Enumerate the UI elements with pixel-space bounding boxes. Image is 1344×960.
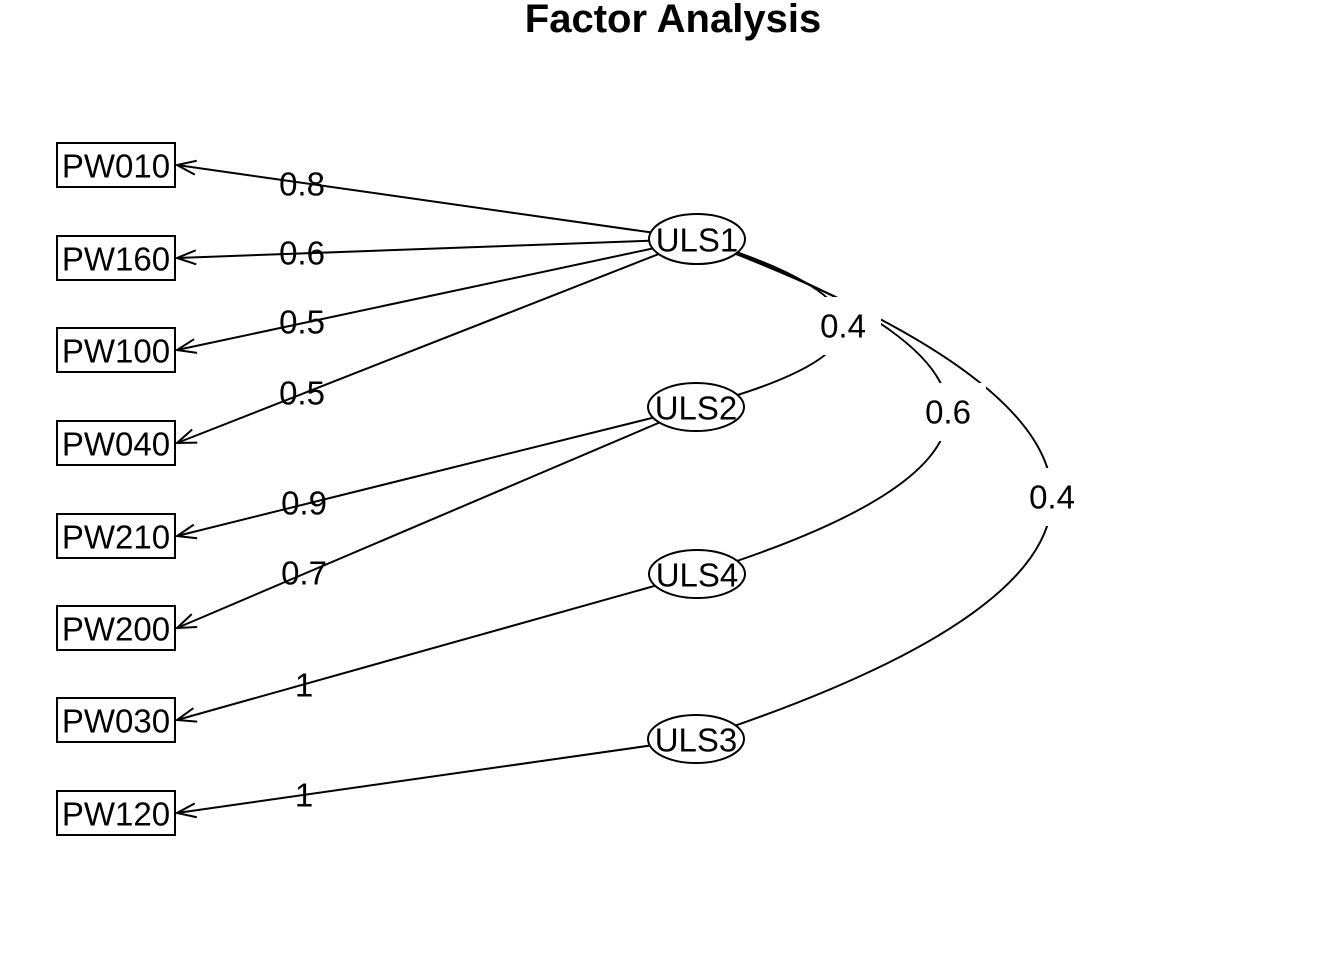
factor-ellipse (648, 549, 746, 599)
loading-label: 0.8 (279, 166, 325, 203)
variable-label: PW210 (62, 519, 170, 556)
variable-label: PW010 (62, 148, 170, 185)
variable-label: PW100 (62, 333, 170, 370)
loading-line (174, 238, 698, 445)
correlation-label-gap (910, 383, 986, 441)
factor-ellipse (648, 213, 746, 265)
variable-box (56, 790, 176, 836)
variable-box (56, 235, 176, 281)
loading-label: 0.6 (279, 235, 325, 272)
variable-label: PW120 (62, 796, 170, 833)
variable-box (56, 420, 176, 466)
label-gaps-layer (805, 297, 1090, 526)
variable-box (56, 142, 176, 188)
correlation-label-gap (805, 297, 881, 355)
loading-label: 1 (295, 667, 313, 704)
factor-label: ULS3 (655, 722, 738, 759)
factor-ellipse (647, 714, 745, 764)
correlation-label: 0.6 (925, 394, 971, 431)
loading-label: 1 (295, 777, 313, 814)
variable-box (56, 697, 176, 743)
loading-line (174, 738, 697, 819)
diagram-title: Factor Analysis (525, 0, 821, 41)
loading-line (174, 406, 697, 630)
factor-label: ULS4 (656, 557, 739, 594)
loading-label: 0.5 (279, 375, 325, 412)
labels-layer: 0.4 0.6 0.4 0.8 0.6 0.5 0.5 0.9 0.7 1 1 PW010PW160P… (62, 148, 1075, 833)
variable-label: PW160 (62, 241, 170, 278)
variable-label: PW030 (62, 703, 170, 740)
loading-line (174, 159, 698, 240)
correlation-label: 0.4 (1029, 479, 1075, 516)
loading-line (174, 238, 698, 354)
loading-label: 0.7 (281, 555, 327, 592)
loading-line (174, 238, 698, 266)
loading-label: 0.5 (279, 304, 325, 341)
variable-label: PW040 (62, 426, 170, 463)
factor-label: ULS1 (656, 222, 739, 259)
variable-box (56, 327, 176, 373)
variable-label: PW200 (62, 611, 170, 648)
loading-line (174, 573, 698, 723)
factor-ellipse (647, 382, 745, 432)
variable-box (56, 513, 176, 559)
correlation-label: 0.4 (820, 308, 866, 345)
correlation-label-gap (1014, 468, 1090, 526)
loading-label: 0.9 (281, 485, 327, 522)
nodes-layer (56, 142, 746, 836)
variable-box (56, 605, 176, 651)
loading-line (174, 406, 697, 540)
factor-label: ULS2 (655, 390, 738, 427)
